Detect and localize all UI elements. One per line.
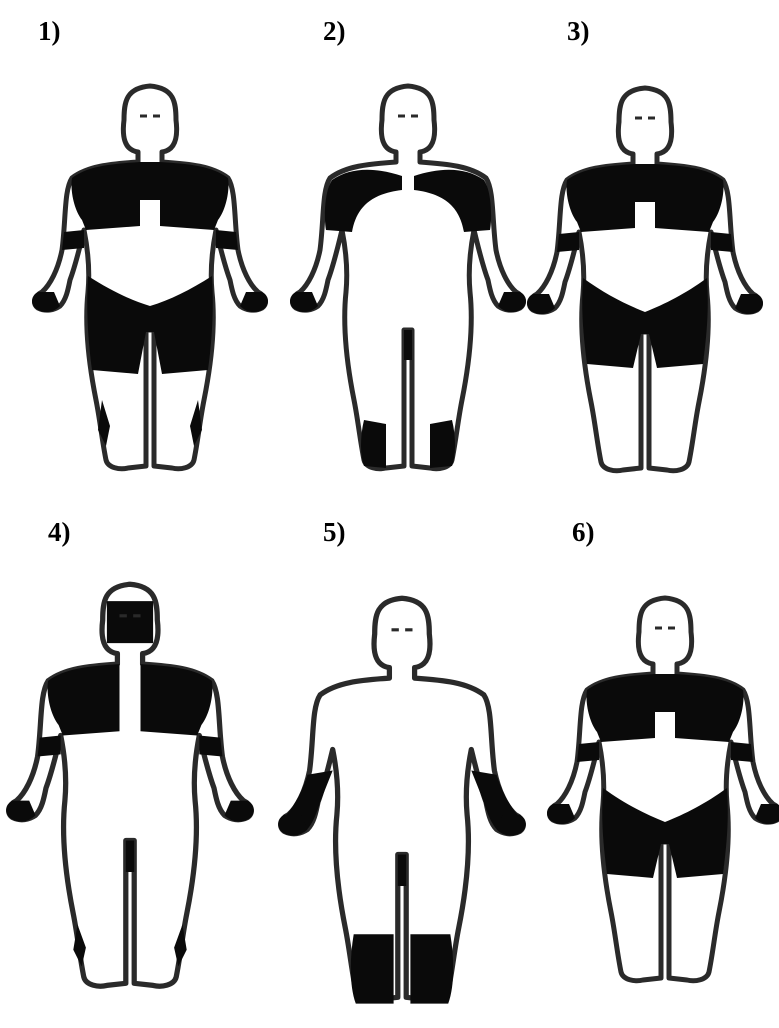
affected-region-groin	[126, 841, 134, 873]
body-outline	[550, 598, 779, 981]
affected-region-face	[107, 601, 153, 643]
affected-region-groin	[398, 855, 406, 887]
affected-region-feet	[361, 420, 455, 468]
affected-region-chest	[655, 674, 675, 712]
affected-region-chest	[635, 164, 655, 202]
body-outline	[9, 584, 252, 986]
body-outline	[293, 86, 524, 469]
body-figure-4	[6, 584, 254, 986]
body-figure-1	[32, 86, 268, 469]
body-figure-5	[278, 598, 526, 1003]
body-figure-3	[527, 88, 763, 471]
body-figure-6	[547, 598, 779, 981]
affected-region-chest	[140, 162, 160, 200]
affected-region-boots	[351, 934, 453, 1003]
body-figure-2	[290, 86, 526, 469]
affected-region-groin	[404, 330, 412, 360]
body-outline	[35, 86, 266, 469]
body-outline	[530, 88, 761, 471]
